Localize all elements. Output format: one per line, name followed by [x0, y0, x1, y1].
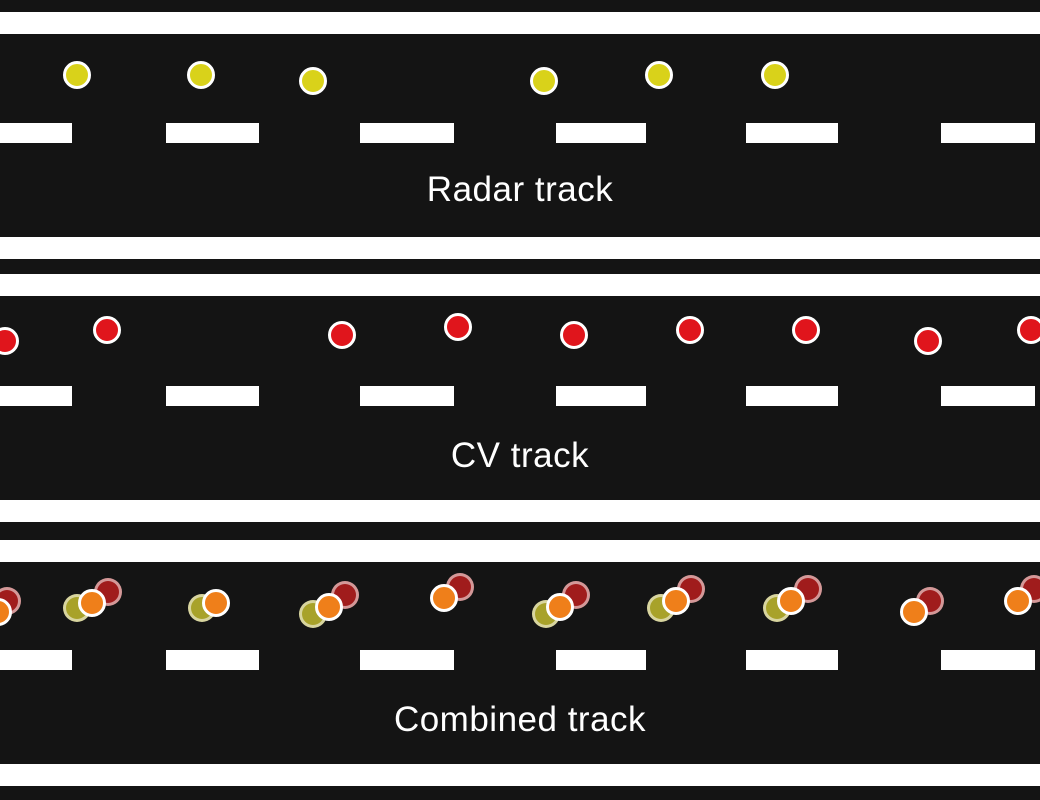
cv-detection-point — [328, 321, 356, 349]
lane-dash — [360, 123, 454, 143]
lane-dash — [941, 123, 1035, 143]
cv-detection-point — [676, 316, 704, 344]
lane-dash — [746, 650, 838, 670]
combined-estimate-point — [1004, 587, 1032, 615]
radar-detection-point — [645, 61, 673, 89]
lane-dash — [0, 123, 72, 143]
combined-estimate-point — [430, 584, 458, 612]
lane-dash — [166, 386, 259, 406]
lane-dash — [166, 123, 259, 143]
combined-estimate-point — [546, 593, 574, 621]
road-top-edge — [0, 12, 1040, 34]
combined-track-label: Combined track — [393, 700, 647, 739]
combined-estimate-point — [662, 587, 690, 615]
combined-estimate-point — [777, 587, 805, 615]
lane-dash — [556, 123, 646, 143]
radar-track-panel: Radar track — [0, 0, 1040, 260]
radar-detection-point — [63, 61, 91, 89]
cv-detection-point — [1017, 316, 1040, 344]
lane-dash — [556, 650, 646, 670]
radar-detection-point — [299, 67, 327, 95]
cv-detection-point — [444, 313, 472, 341]
radar-detection-point — [761, 61, 789, 89]
radar-detection-point — [530, 67, 558, 95]
cv-track-panel: CV track — [0, 264, 1040, 524]
cv-detection-point — [914, 327, 942, 355]
lane-dash — [941, 386, 1035, 406]
lane-dash — [746, 123, 838, 143]
cv-detection-point — [0, 327, 19, 355]
lane-dash — [0, 650, 72, 670]
lane-dash — [0, 386, 72, 406]
cv-track-label: CV track — [450, 436, 590, 475]
road-top-edge — [0, 274, 1040, 296]
road-top-edge — [0, 540, 1040, 562]
road-bottom-edge — [0, 500, 1040, 522]
lane-dash — [746, 386, 838, 406]
lane-dash — [166, 650, 259, 670]
lane-dash — [941, 650, 1035, 670]
cv-detection-point — [560, 321, 588, 349]
combined-estimate-point — [202, 589, 230, 617]
combined-estimate-point — [315, 593, 343, 621]
lane-dash — [556, 386, 646, 406]
road-bottom-edge — [0, 764, 1040, 786]
lane-dash — [360, 650, 454, 670]
radar-track-label: Radar track — [426, 170, 614, 209]
combined-track-panel: Combined track — [0, 530, 1040, 790]
road-bottom-edge — [0, 237, 1040, 259]
combined-estimate-point — [900, 598, 928, 626]
cv-detection-point — [93, 316, 121, 344]
lane-dash — [360, 386, 454, 406]
cv-detection-point — [792, 316, 820, 344]
radar-detection-point — [187, 61, 215, 89]
combined-estimate-point — [78, 589, 106, 617]
